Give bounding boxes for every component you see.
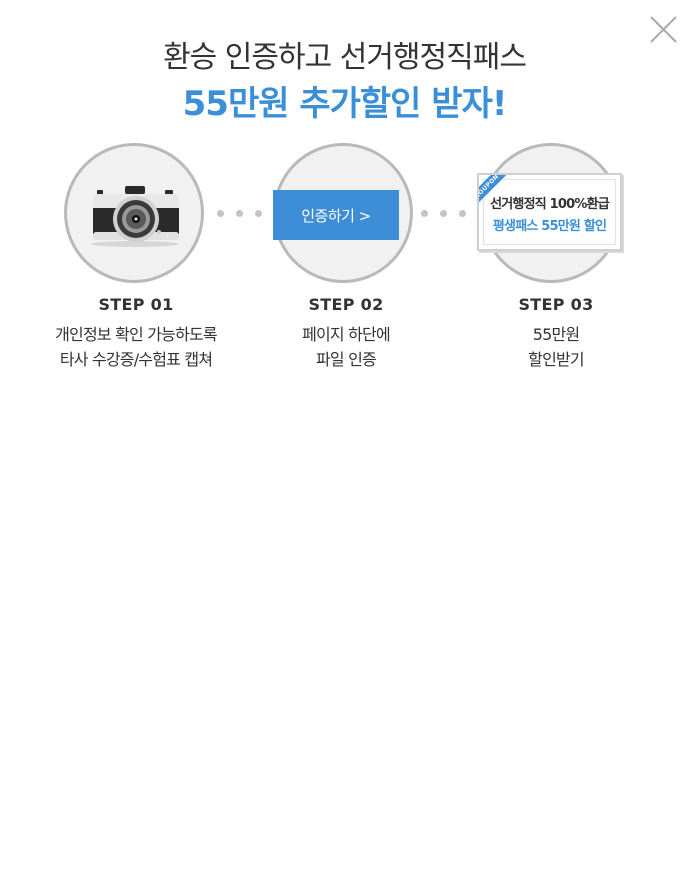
step-1-label: STEP 01 [98, 295, 174, 314]
step-3-description: 55만원 할인받기 [446, 322, 666, 372]
step-connector-dots-2 [421, 210, 466, 220]
close-icon [650, 16, 677, 43]
dot [255, 210, 262, 217]
coupon-card: COUPON 선거행정직 100%환급 평생패스 55만원 할인 [477, 173, 622, 251]
step-1-desc-line-1: 개인정보 확인 가능하도록 [55, 325, 218, 344]
step-1-desc-line-2: 타사 수강증/수험표 캡쳐 [59, 350, 213, 369]
step-2-description: 페이지 하단에 파일 인증 [236, 322, 456, 372]
dot [440, 210, 447, 217]
dot [217, 210, 224, 217]
step-3-desc-line-1: 55만원 [532, 325, 580, 344]
step-3-label: STEP 03 [518, 295, 594, 314]
dot [459, 210, 466, 217]
step-1-description: 개인정보 확인 가능하도록 타사 수강증/수험표 캡쳐 [26, 322, 246, 372]
step-connector-dots-1 [217, 210, 262, 220]
step-1-circle [64, 143, 204, 283]
step-2-desc-line-1: 페이지 하단에 [302, 325, 391, 344]
step-2-desc-line-2: 파일 인증 [316, 350, 377, 369]
dot [236, 210, 243, 217]
coupon-line-1: 선거행정직 100%환급 [490, 197, 610, 212]
title-line-1: 환승 인증하고 선거행정직패스 [163, 40, 527, 75]
step-3-desc-line-2: 할인받기 [528, 350, 584, 369]
camera-icon [91, 186, 179, 247]
verify-button[interactable]: 인증하기 > [273, 190, 399, 240]
title-line-2: 55만원 추가할인 받자! [182, 84, 508, 124]
coupon-border [483, 179, 616, 245]
coupon-line-2: 평생패스 55만원 할인 [492, 219, 607, 234]
close-button[interactable] [648, 14, 680, 46]
popup-title: 환승 인증하고 선거행정직패스 55만원 추가할인 받자! [0, 36, 689, 128]
step-2-label: STEP 02 [308, 295, 384, 314]
dot [421, 210, 428, 217]
